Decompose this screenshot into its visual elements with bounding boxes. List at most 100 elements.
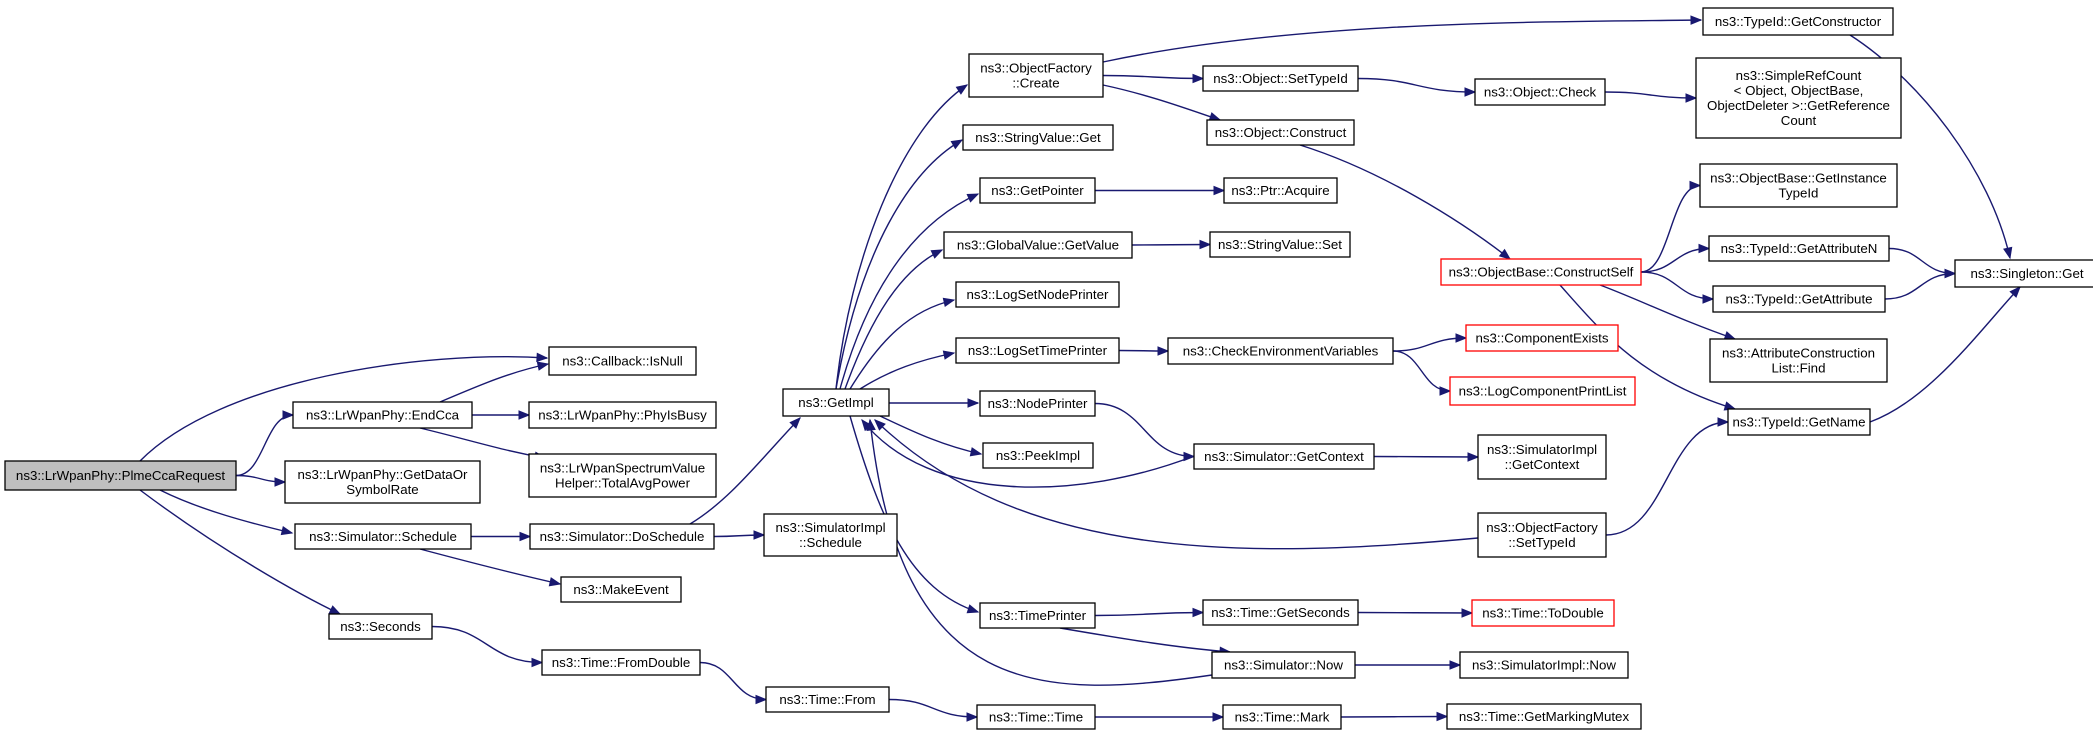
node-simplerefcount[interactable]: ns3::SimpleRefCount< Object, ObjectBase,… (1695, 57, 1902, 139)
node-box[interactable] (1440, 258, 1642, 286)
node-componentexists[interactable]: ns3::ComponentExists (1465, 324, 1619, 352)
node-box[interactable] (294, 523, 472, 550)
node-getpointer[interactable]: ns3::GetPointer (979, 177, 1096, 204)
node-box[interactable] (528, 453, 717, 498)
node-box[interactable] (292, 401, 473, 429)
node-stringvalue-set[interactable]: ns3::StringValue::Set (1209, 231, 1351, 258)
node-logcomponentprintlist[interactable]: ns3::LogComponentPrintList (1449, 376, 1636, 406)
node-phyisbusy[interactable]: ns3::LrWpanPhy::PhyIsBusy (528, 401, 717, 429)
node-sim-now[interactable]: ns3::Simulator::Now (1211, 651, 1356, 679)
node-box[interactable] (1211, 651, 1356, 679)
node-sim-doschedule[interactable]: ns3::Simulator::DoSchedule (529, 523, 715, 550)
node-box[interactable] (1206, 119, 1355, 146)
node-simimpl-now[interactable]: ns3::SimulatorImpl::Now (1459, 651, 1629, 679)
node-box[interactable] (1202, 599, 1359, 626)
node-gv-getvalue[interactable]: ns3::GlobalValue::GetValue (943, 231, 1133, 259)
node-box[interactable] (962, 124, 1114, 151)
node-logsettimeprinter[interactable]: ns3::LogSetTimePrinter (955, 337, 1120, 364)
node-box[interactable] (1709, 338, 1888, 383)
node-nodeprinter[interactable]: ns3::NodePrinter (979, 390, 1096, 417)
node-time-mark[interactable]: ns3::Time::Mark (1222, 704, 1342, 730)
node-makeevent[interactable]: ns3::MakeEvent (560, 576, 682, 603)
node-box[interactable] (1446, 703, 1642, 730)
node-peekimpl[interactable]: ns3::PeekImpl (982, 442, 1094, 469)
node-checkenv[interactable]: ns3::CheckEnvironmentVariables (1167, 337, 1394, 365)
node-box[interactable] (284, 460, 481, 504)
node-box[interactable] (541, 649, 701, 676)
node-box[interactable] (943, 231, 1133, 259)
node-simimpl-schedule[interactable]: ns3::SimulatorImpl::Schedule (763, 513, 898, 557)
node-box[interactable] (979, 602, 1096, 629)
node-of-create[interactable]: ns3::ObjectFactory::Create (968, 53, 1104, 98)
node-obj-settypeid[interactable]: ns3::Object::SetTypeId (1202, 65, 1359, 92)
node-box[interactable] (4, 460, 237, 491)
node-ptr-acquire[interactable]: ns3::Ptr::Acquire (1223, 177, 1338, 204)
node-typeid-getattribute[interactable]: ns3::TypeId::GetAttribute (1712, 285, 1886, 313)
node-timeprinter[interactable]: ns3::TimePrinter (979, 602, 1096, 629)
node-sim-getcontext[interactable]: ns3::Simulator::GetContext (1193, 443, 1375, 470)
node-typeid-getattributen[interactable]: ns3::TypeId::GetAttributeN (1708, 235, 1890, 262)
node-box[interactable] (1459, 651, 1629, 679)
node-box[interactable] (955, 281, 1120, 308)
node-totalavgpower[interactable]: ns3::LrWpanSpectrumValueHelper::TotalAvg… (528, 453, 717, 498)
node-box[interactable] (1209, 231, 1351, 258)
node-obj-check[interactable]: ns3::Object::Check (1474, 78, 1606, 106)
node-getimpl[interactable]: ns3::GetImpl (782, 388, 890, 417)
node-box[interactable] (529, 523, 715, 550)
node-box[interactable] (328, 613, 433, 640)
node-stringvalue-get[interactable]: ns3::StringValue::Get (962, 124, 1114, 151)
node-box[interactable] (1222, 704, 1342, 730)
node-box[interactable] (979, 177, 1096, 204)
node-box[interactable] (1193, 443, 1375, 470)
node-singleton-get[interactable]: ns3::Singleton::Get (1954, 259, 2093, 288)
node-box[interactable] (782, 388, 890, 417)
node-box[interactable] (1954, 259, 2093, 288)
node-of-settypeid[interactable]: ns3::ObjectFactory::SetTypeId (1477, 512, 1607, 558)
node-box[interactable] (763, 513, 898, 557)
node-box[interactable] (1702, 7, 1894, 36)
node-box[interactable] (968, 53, 1104, 98)
node-endcca[interactable]: ns3::LrWpanPhy::EndCca (292, 401, 473, 429)
node-typeid-getconstructor[interactable]: ns3::TypeId::GetConstructor (1702, 7, 1894, 36)
node-box[interactable] (1449, 376, 1636, 406)
node-box[interactable] (1477, 434, 1607, 480)
node-time-from[interactable]: ns3::Time::From (765, 686, 890, 713)
node-fromdouble[interactable]: ns3::Time::FromDouble (541, 649, 701, 676)
node-box[interactable] (1727, 408, 1871, 436)
node-sim-schedule[interactable]: ns3::Simulator::Schedule (294, 523, 472, 550)
node-box[interactable] (1465, 324, 1619, 352)
node-time-todouble[interactable]: ns3::Time::ToDouble (1471, 599, 1615, 627)
node-box[interactable] (1202, 65, 1359, 92)
node-box[interactable] (1695, 57, 1902, 139)
node-getmarkingmutex[interactable]: ns3::Time::GetMarkingMutex (1446, 703, 1642, 730)
node-box[interactable] (1477, 512, 1607, 558)
node-box[interactable] (955, 337, 1120, 364)
node-objbase-constructself[interactable]: ns3::ObjectBase::ConstructSelf (1440, 258, 1642, 286)
node-logsetnodeprinter[interactable]: ns3::LogSetNodePrinter (955, 281, 1120, 308)
node-box[interactable] (1167, 337, 1394, 365)
node-simimpl-getcontext[interactable]: ns3::SimulatorImpl::GetContext (1477, 434, 1607, 480)
node-obj-construct[interactable]: ns3::Object::Construct (1206, 119, 1355, 146)
node-seconds[interactable]: ns3::Seconds (328, 613, 433, 640)
node-typeid-getname[interactable]: ns3::TypeId::GetName (1727, 408, 1871, 436)
node-box[interactable] (1474, 78, 1606, 106)
node-cb-isnull[interactable]: ns3::Callback::IsNull (548, 346, 697, 376)
node-box[interactable] (548, 346, 697, 376)
node-time-getseconds[interactable]: ns3::Time::GetSeconds (1202, 599, 1359, 626)
node-root[interactable]: ns3::LrWpanPhy::PlmeCcaRequest (4, 460, 237, 491)
node-box[interactable] (976, 704, 1096, 730)
node-box[interactable] (1699, 163, 1898, 208)
node-box[interactable] (765, 686, 890, 713)
node-box[interactable] (1223, 177, 1338, 204)
node-box[interactable] (982, 442, 1094, 469)
node-box[interactable] (1712, 285, 1886, 313)
node-box[interactable] (1471, 599, 1615, 627)
node-box[interactable] (979, 390, 1096, 417)
node-box[interactable] (528, 401, 717, 429)
node-box[interactable] (560, 576, 682, 603)
node-time-time[interactable]: ns3::Time::Time (976, 704, 1096, 730)
node-box[interactable] (1708, 235, 1890, 262)
